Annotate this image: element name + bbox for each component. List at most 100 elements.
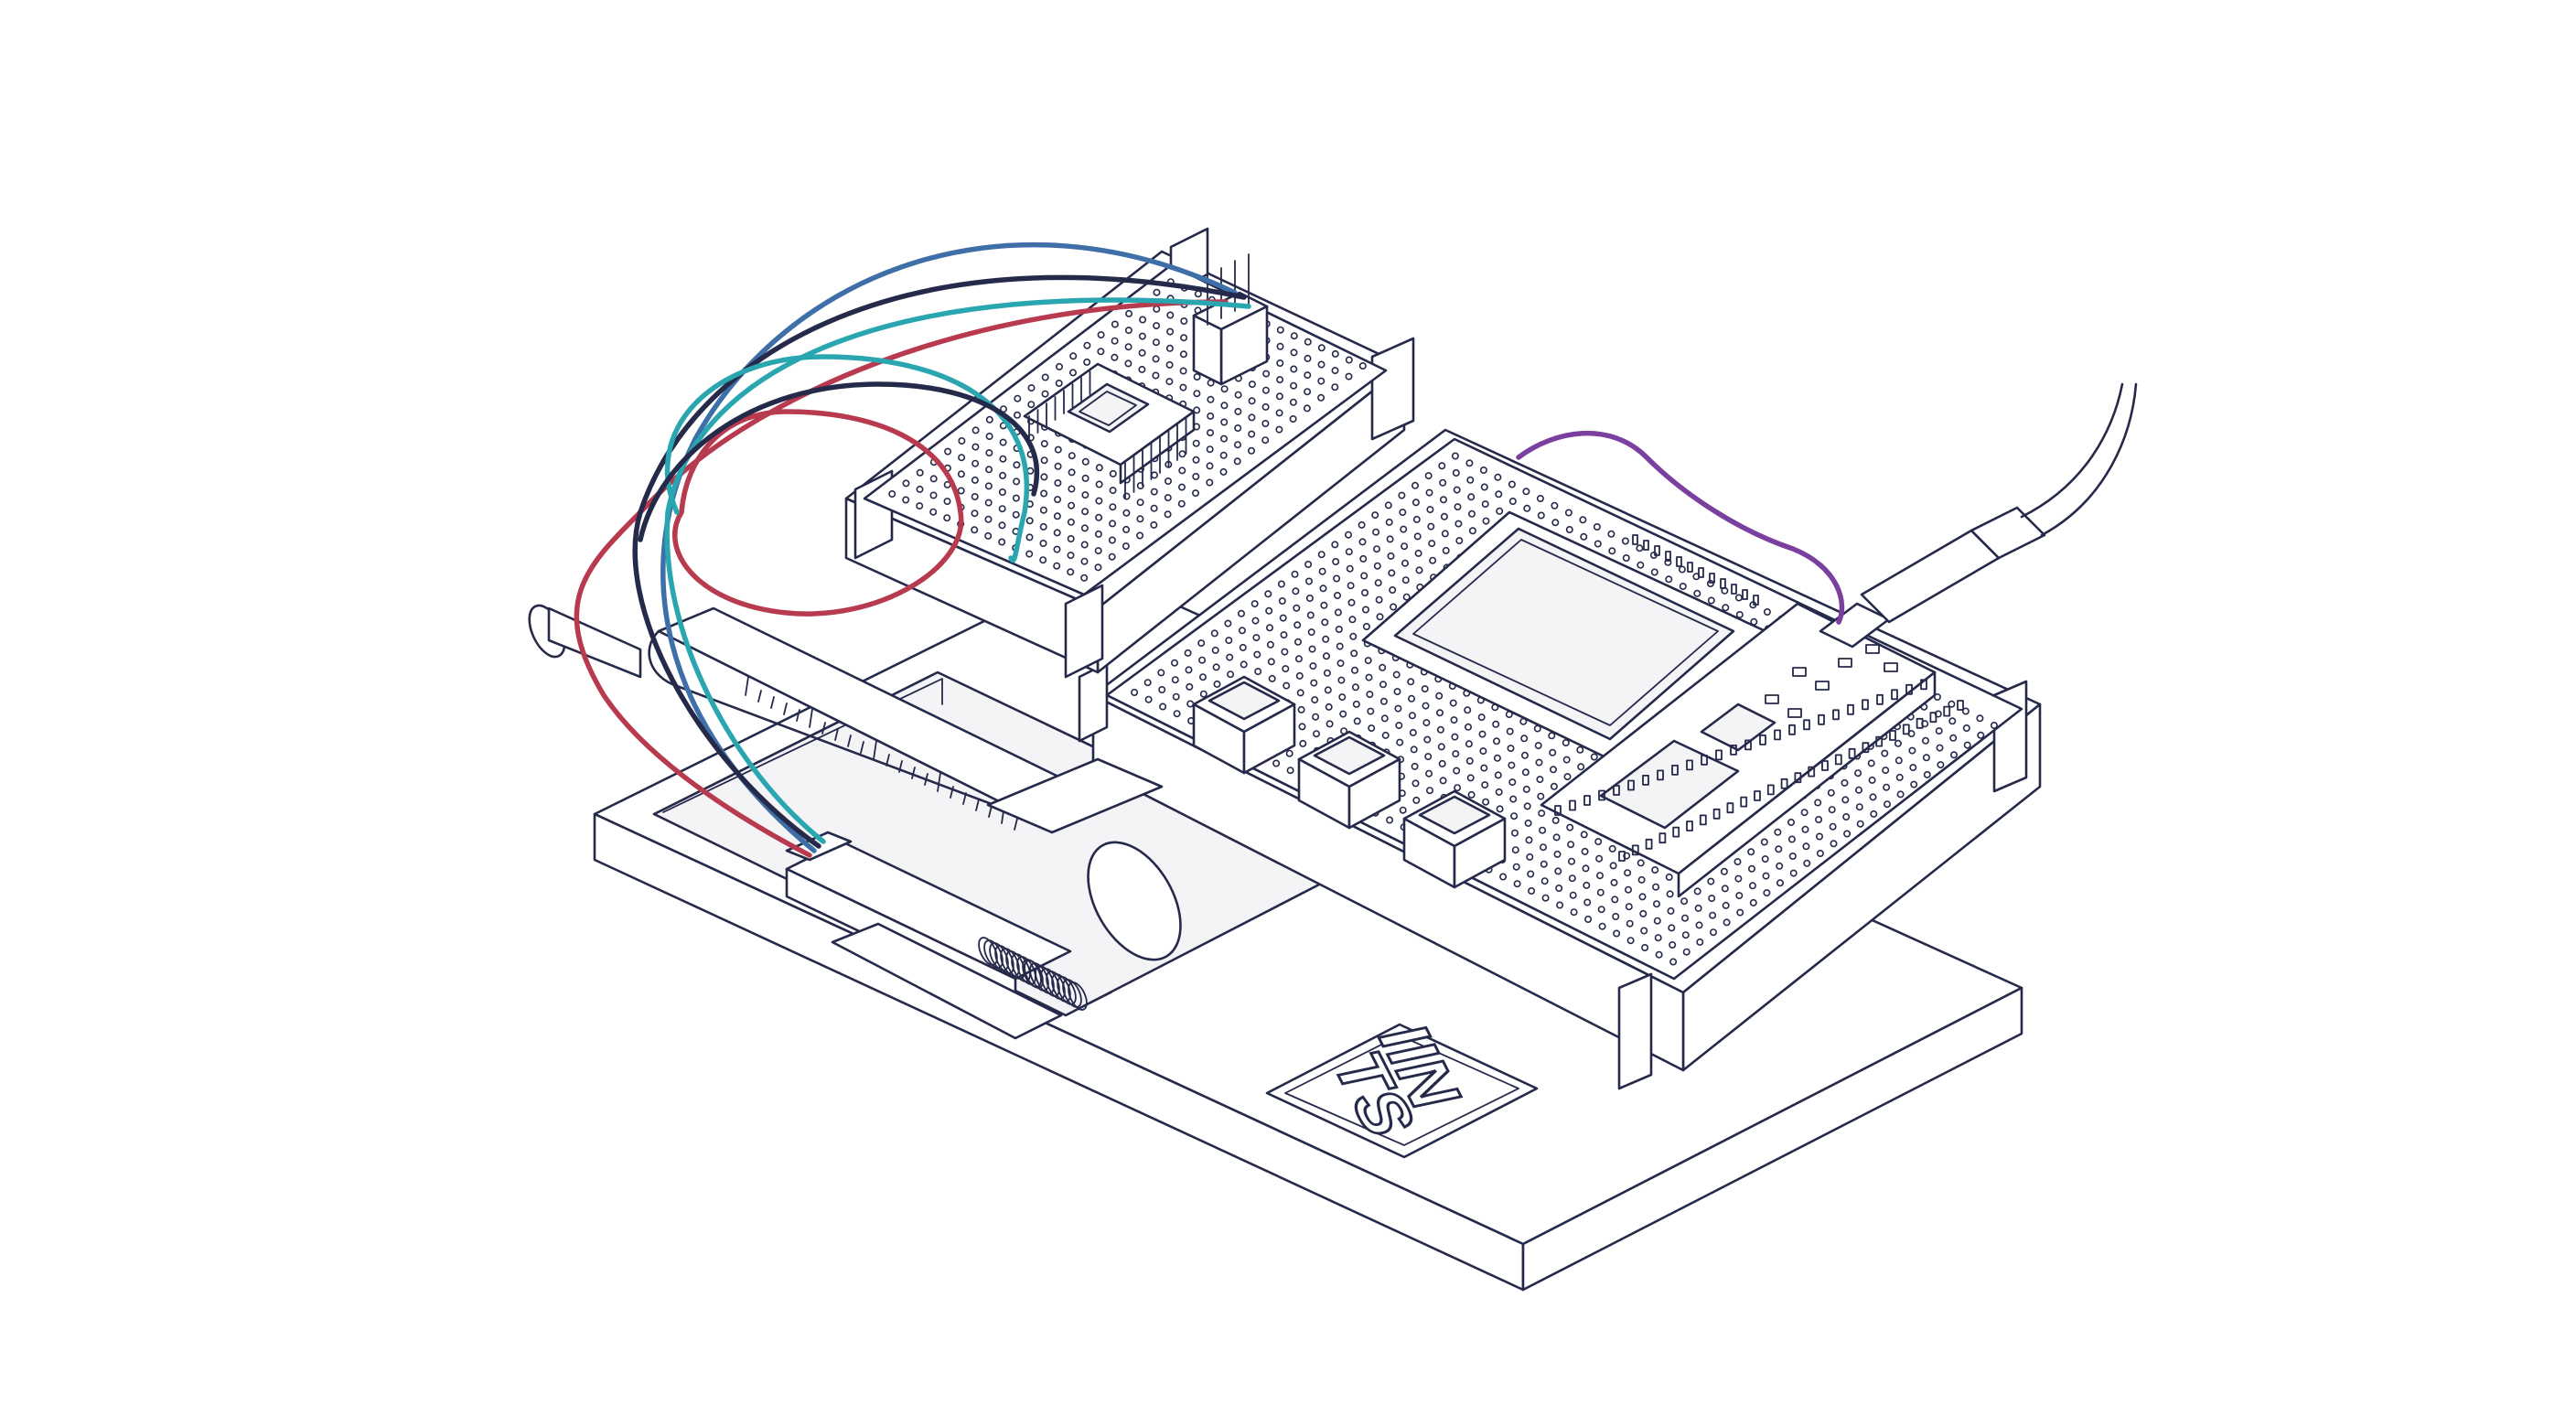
perfboard-hole: [1528, 886, 1536, 895]
perfboard-hole: [1040, 456, 1048, 465]
button-cap: [1313, 735, 1386, 776]
perfboard-hole: [1814, 799, 1822, 807]
push-button: [1402, 789, 1507, 889]
perfboard-hole: [1540, 877, 1549, 885]
perfboard-hole: [1512, 863, 1520, 871]
graduation-tick: [834, 728, 839, 741]
wire-teal: [664, 297, 1251, 844]
perfboard-hole: [1131, 688, 1139, 696]
perfboard-hole: [1465, 756, 1474, 765]
perfboard-hole: [1413, 532, 1422, 541]
perfboard-hole: [1910, 780, 1918, 788]
perfboard-hole: [1304, 371, 1312, 380]
perfboard-hole: [1884, 800, 1892, 809]
header-pin: [1902, 724, 1910, 735]
stepper-driver-board: [1023, 362, 1196, 499]
perfboard-hole: [1364, 657, 1372, 665]
perfboard-hole: [1540, 843, 1548, 852]
perfboard-hole: [1411, 779, 1420, 788]
perfboard-hole: [1535, 758, 1543, 767]
perfboard-hole: [1109, 503, 1117, 511]
smd-component: [1838, 658, 1852, 668]
graduation-tick: [796, 709, 800, 722]
perfboard-hole: [1452, 750, 1460, 758]
perfboard-hole: [1568, 857, 1576, 865]
perfboard-hole: [1650, 568, 1658, 576]
perfboard-hole: [1408, 712, 1416, 720]
perfboard-hole: [1164, 510, 1172, 519]
perfboard-hole: [1375, 595, 1383, 604]
perfboard-hole: [1894, 756, 1903, 765]
button-base-right: [1453, 817, 1507, 889]
perfboard-hole: [1496, 507, 1504, 515]
perfboard-hole: [1040, 489, 1048, 498]
perfboard-hole: [1276, 376, 1284, 384]
perfboard-hole: [1479, 466, 1487, 474]
header-pin: [1742, 589, 1748, 600]
perfboard-hole: [1184, 649, 1192, 657]
header-pin: [1687, 562, 1693, 573]
perfboard-hole: [1637, 859, 1645, 867]
perfboard-hole: [1450, 716, 1458, 724]
perfboard-hole: [1067, 552, 1075, 560]
perfboard-hole: [1668, 924, 1676, 932]
perfboard-hole: [1180, 316, 1188, 325]
perfboard-hole: [1248, 381, 1256, 389]
perfboard-hole: [1894, 739, 1902, 747]
perfboard-hole: [1138, 332, 1146, 340]
perfboard-hole: [1567, 841, 1575, 849]
perfboard-hole: [1352, 700, 1360, 708]
mcu-secondary-chip: [1700, 702, 1776, 752]
perfboard-hole: [1787, 818, 1796, 826]
perfboard-hole: [1868, 776, 1876, 784]
perfboard-hole: [1869, 793, 1877, 801]
perfboard-hole: [916, 468, 924, 477]
perfboard-hole: [1248, 430, 1256, 438]
perfboard-hole: [1493, 737, 1501, 745]
perfboard-hole: [1562, 738, 1570, 746]
perfboard-hole: [971, 459, 980, 467]
perfboard-hole: [1152, 338, 1160, 347]
perfboard-hole: [1081, 491, 1089, 499]
perfboard-hole: [1521, 768, 1530, 777]
perfboard-hole: [1451, 452, 1459, 460]
perfboard-hole: [1828, 806, 1836, 814]
perfboard-hole: [1549, 748, 1557, 756]
perfboard-hole: [1067, 518, 1075, 526]
perfboard-hole: [1295, 671, 1304, 680]
perfboard-hole: [1637, 561, 1645, 569]
perfboard-hole: [929, 491, 938, 499]
perfboard-hole: [1054, 496, 1062, 504]
smd-component: [1884, 662, 1898, 672]
perfboard-hole: [1193, 406, 1201, 414]
perfboard-hole: [1481, 500, 1489, 509]
perfboard-hole: [1298, 723, 1306, 731]
perfboard-hole: [1248, 413, 1256, 422]
perfboard-hole: [1336, 660, 1345, 668]
perfboard-hole: [1293, 604, 1301, 612]
perfboard-hole: [1083, 341, 1091, 349]
header-pin: [1862, 699, 1869, 711]
perfboard-hole: [1429, 556, 1437, 564]
perfboard-hole: [1304, 338, 1312, 346]
perfboard-hole: [1511, 846, 1519, 854]
perfboard-hole: [1111, 353, 1119, 361]
perfboard-hole: [1234, 391, 1242, 399]
perfboard-hole: [944, 447, 952, 456]
perfboard-hole: [1252, 634, 1261, 642]
perfboard-hole: [1266, 624, 1274, 632]
perfboard-hole: [1206, 478, 1214, 487]
perfboard-hole: [1482, 517, 1490, 525]
perfboard-hole: [971, 426, 980, 434]
header-pin: [1658, 832, 1667, 844]
perfboard-hole: [1276, 342, 1284, 350]
header-pin: [1780, 778, 1788, 789]
perfboard-hole: [998, 521, 1006, 530]
perfboard-hole: [1264, 590, 1272, 598]
header-pin: [1788, 724, 1796, 735]
perfboard-hole: [1562, 756, 1571, 764]
perfboard-hole: [1949, 734, 1958, 742]
perfboard-hole: [1192, 456, 1200, 464]
perfboard-hole: [1320, 601, 1328, 609]
perfboard-hole: [1350, 649, 1358, 658]
